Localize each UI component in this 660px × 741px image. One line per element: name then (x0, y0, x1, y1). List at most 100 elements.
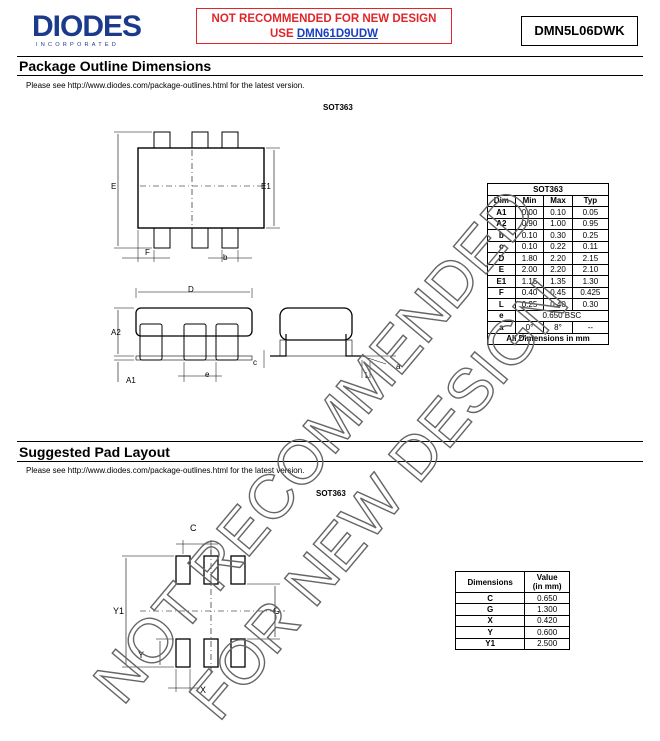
value-cell: 1.30 (571, 275, 610, 288)
package-outline-drawing (114, 131, 396, 382)
pad-label-C: C (190, 523, 197, 533)
dim-cell: E1 (487, 275, 516, 288)
value-cell: 0.05 (571, 206, 610, 219)
warning-line1: NOT RECOMMENDED FOR NEW DESIGN (211, 13, 437, 25)
value-cell: 0.25 (514, 298, 545, 311)
label-E: E (111, 182, 117, 191)
value-cell: 0.30 (571, 298, 610, 311)
warning-line2: USE DMN61D9UDW (197, 27, 451, 42)
value-cell: 0.10 (514, 240, 545, 253)
pad-value-cell: 1.300 (524, 603, 570, 616)
label-E1: E1 (261, 182, 271, 191)
dim-cell: b (487, 229, 516, 242)
pad-dim-cell: Y (454, 626, 526, 639)
pad-label-Y1: Y1 (113, 606, 125, 616)
logo-subtext: INCORPORATED (36, 42, 119, 48)
dim-col-header: Dim (487, 194, 516, 207)
dim-table-caption: SOT363 (487, 183, 609, 196)
section-title-pad-layout: Suggested Pad Layout (19, 444, 170, 460)
package-outline-note: Please see http://www.diodes.com/package… (26, 81, 305, 90)
value-cell: 1.35 (543, 275, 573, 288)
label-L: L (365, 371, 370, 380)
not-recommended-banner: NOT RECOMMENDED FOR NEW DESIGN USE DMN61… (196, 8, 452, 44)
value-cell: 0.650 BSC (514, 309, 610, 322)
typ-col-header: Typ (571, 194, 610, 207)
dim-cell: D (487, 252, 516, 265)
pad-dim-cell: Y1 (454, 637, 526, 650)
pad-dim-cell: G (454, 603, 526, 616)
pad-package-name-label: SOT363 (316, 489, 346, 498)
package-name-label: SOT363 (323, 103, 353, 112)
value-cell: 2.20 (543, 263, 573, 276)
logo-text: DIODES (32, 10, 141, 43)
top-view-drawing (114, 131, 280, 262)
value-cell: 0.00 (514, 206, 545, 219)
value-cell: -- (571, 321, 610, 334)
value-cell: 2.00 (514, 263, 545, 276)
diodes-logo: DIODES INCORPORATED (32, 10, 142, 48)
label-A1: A1 (126, 376, 136, 385)
value-cell: 0.10 (543, 206, 573, 219)
value-cell: 2.10 (571, 263, 610, 276)
value-cell: 0.425 (571, 286, 610, 299)
end-view-drawing (263, 307, 396, 378)
min-col-header: Min (514, 194, 545, 207)
value-cell: 0.95 (571, 217, 610, 230)
pad-layout-drawing (122, 540, 285, 692)
pad-label-Y: Y (138, 650, 145, 660)
value-cell: 0.22 (543, 240, 573, 253)
value-cell: 0.11 (571, 240, 610, 253)
label-a: a (396, 362, 401, 371)
value-cell: 0° (514, 321, 545, 334)
pad-value-cell: 0.420 (524, 614, 570, 628)
dim-cell: L (487, 298, 516, 311)
value-cell: 1.00 (543, 217, 573, 230)
warning-use: USE (269, 28, 294, 40)
value-cell: 0.40 (514, 286, 545, 299)
dim-table-footer: All Dimensions in mm (487, 332, 609, 345)
value-cell: 8° (543, 321, 573, 334)
section-rule (17, 75, 643, 76)
value-cell: 0.30 (543, 229, 573, 242)
value-cell: 2.20 (543, 252, 573, 265)
section-rule (17, 56, 643, 57)
dim-cell: E (487, 263, 516, 276)
value-cell: 0.25 (571, 229, 610, 242)
max-col-header: Max (543, 194, 573, 207)
pad-dim-cell: X (454, 614, 526, 628)
dim-cell: A2 (487, 217, 516, 230)
side-view-drawing (114, 288, 253, 382)
value-cell: 0.10 (514, 229, 545, 242)
label-F: F (145, 248, 150, 257)
dim-cell: A1 (487, 206, 516, 219)
dim-cell: e (487, 309, 516, 322)
section-rule (17, 461, 643, 462)
pad-value-cell: 2.500 (524, 637, 570, 650)
section-title-package-outline: Package Outline Dimensions (19, 58, 212, 74)
label-c: c (253, 358, 257, 367)
pad-label-X: X (200, 685, 207, 695)
pad-label-G: G (273, 606, 281, 616)
label-D: D (188, 285, 194, 294)
pad-layout-note: Please see http://www.diodes.com/package… (26, 466, 305, 475)
pad-value-col-header: Value (in mm) (524, 571, 570, 593)
label-A2: A2 (111, 328, 121, 337)
replacement-part-link[interactable]: DMN61D9UDW (296, 28, 378, 40)
